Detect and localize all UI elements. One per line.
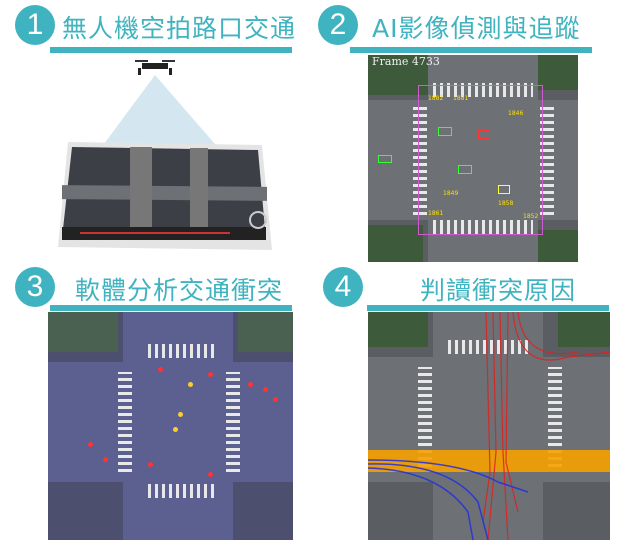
step-number-2: 2 bbox=[318, 5, 358, 45]
trajectory-image bbox=[368, 312, 610, 540]
step-title-2: AI影像偵測與追蹤 bbox=[372, 14, 581, 43]
step-title-3: 軟體分析交通衝突 bbox=[75, 276, 284, 305]
step-number-4: 4 bbox=[323, 267, 363, 307]
step-title-1: 無人機空拍路口交通 bbox=[62, 14, 297, 43]
drone-camera-illustration bbox=[58, 60, 272, 250]
step-title-4: 判讀衝突原因 bbox=[420, 276, 577, 305]
step-number-1: 1 bbox=[15, 5, 55, 45]
frame-counter-label: Frame 4733 bbox=[372, 55, 440, 68]
ai-detection-image: 1882 1881 1846 1849 1858 1861 1852 Frame… bbox=[368, 55, 578, 262]
title-underline-2 bbox=[350, 47, 592, 53]
title-underline-3 bbox=[50, 305, 292, 311]
drone-icon bbox=[135, 60, 175, 75]
step-number-3: 3 bbox=[15, 267, 55, 307]
title-underline-4 bbox=[367, 305, 609, 311]
trajectory-lines bbox=[368, 312, 610, 540]
conflict-analysis-image bbox=[48, 312, 293, 540]
title-underline-1 bbox=[50, 47, 292, 53]
